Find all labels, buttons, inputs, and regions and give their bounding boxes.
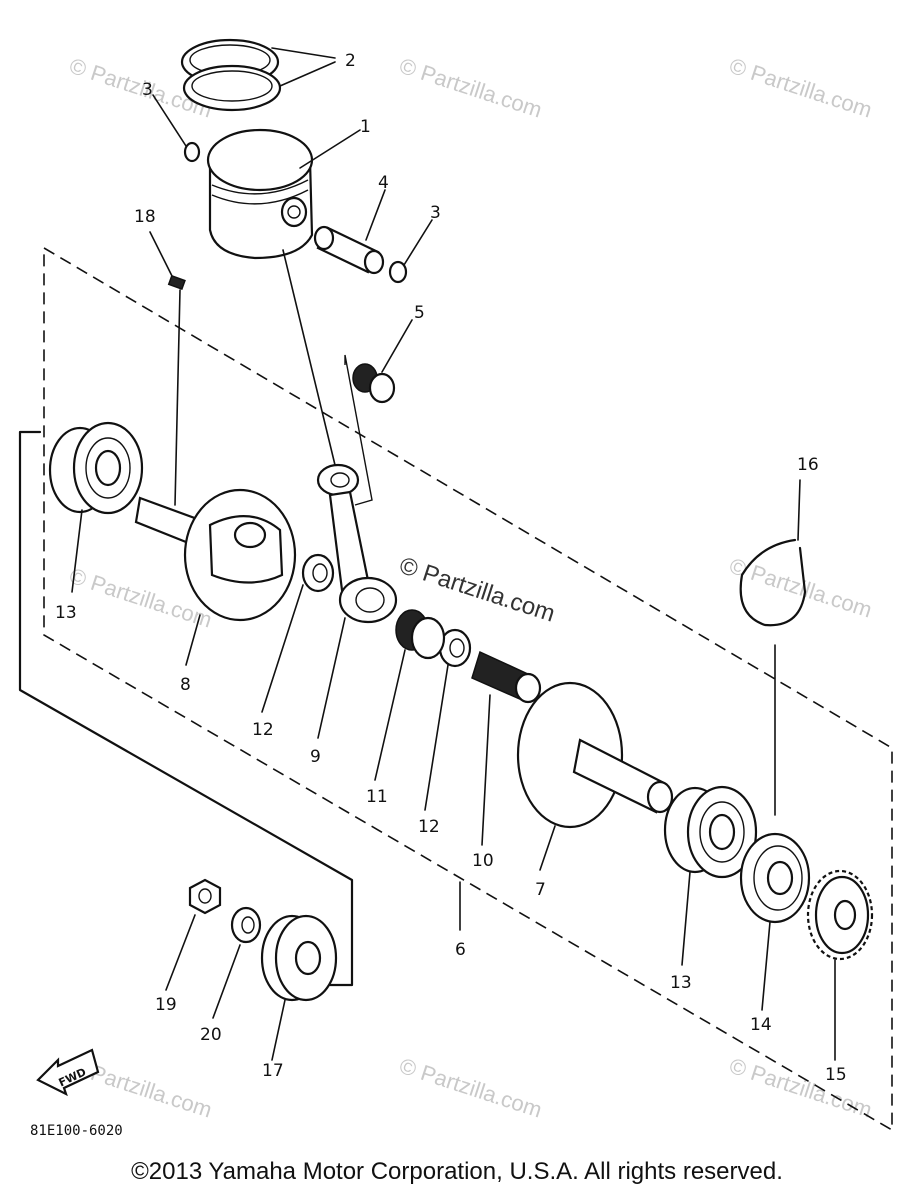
right-crank-bearing [663, 785, 758, 879]
piston-pin [313, 225, 385, 275]
callout-9: 9 [310, 747, 321, 767]
thrust-washer-left [301, 553, 335, 593]
piston-rings [180, 38, 282, 112]
watermark: © Partzilla.com [726, 53, 875, 123]
callout-8: 8 [180, 675, 191, 695]
leader-lines [71, 47, 836, 1061]
lock-washer [230, 906, 262, 944]
crankshaft-nut [188, 878, 222, 915]
callout-7: 7 [535, 880, 546, 900]
callout-12: 12 [418, 817, 440, 837]
callout-19: 19 [155, 995, 177, 1015]
crank-pin [471, 650, 542, 704]
woodruff-key [167, 274, 186, 291]
copyright-notice: ©2013 Yamaha Motor Corporation, U.S.A. A… [131, 1158, 783, 1185]
piston-pin-clip-right [388, 260, 408, 284]
circlip [739, 538, 807, 627]
callout-3: 3 [142, 80, 153, 100]
left-bearing-bracket [18, 430, 354, 987]
callout-5: 5 [414, 303, 425, 323]
callout-15: 15 [825, 1065, 847, 1085]
callout-4: 4 [378, 173, 389, 193]
small-end-bearing [352, 363, 396, 404]
callouts: 2 3 1 4 3 18 5 16 13 8 12 9 11 12 10 7 6… [55, 51, 847, 1085]
callout-2: 2 [345, 51, 356, 71]
watermark: © Partzilla.com [396, 1053, 545, 1123]
bearing-5-bracket [344, 354, 373, 506]
connecting-rod [316, 463, 398, 624]
callout-11: 11 [366, 787, 388, 807]
primary-drive-gear [806, 869, 874, 961]
watermarks: © Partzilla.com © Partzilla.com © Partzi… [66, 53, 875, 1123]
watermark: © Partzilla.com [396, 53, 545, 123]
callout-20: 20 [200, 1025, 222, 1045]
big-end-bearing [395, 609, 446, 660]
callout-13: 13 [670, 973, 692, 993]
oil-seal-left [260, 914, 338, 1002]
callout-14: 14 [750, 1015, 772, 1035]
oil-seal-right [739, 832, 811, 924]
diagram-code: 81E100-6020 [30, 1123, 123, 1139]
callout-3: 3 [430, 203, 441, 223]
callout-18: 18 [134, 207, 156, 227]
piston [206, 128, 314, 260]
crankshaft-assembly-outline [43, 246, 893, 1132]
left-crank-bearing [48, 421, 144, 515]
callout-10: 10 [472, 851, 494, 871]
callout-12: 12 [252, 720, 274, 740]
callout-1: 1 [360, 117, 371, 137]
forward-arrow-icon: FWD [36, 1048, 100, 1097]
callout-17: 17 [262, 1061, 284, 1081]
callout-6: 6 [455, 940, 466, 960]
right-crank-half [516, 681, 674, 829]
watermark: © Partzilla.com [726, 1053, 875, 1123]
left-crank-half [134, 488, 297, 622]
callout-16: 16 [797, 455, 819, 475]
callout-13: 13 [55, 603, 77, 623]
piston-pin-clip-left [183, 141, 201, 163]
